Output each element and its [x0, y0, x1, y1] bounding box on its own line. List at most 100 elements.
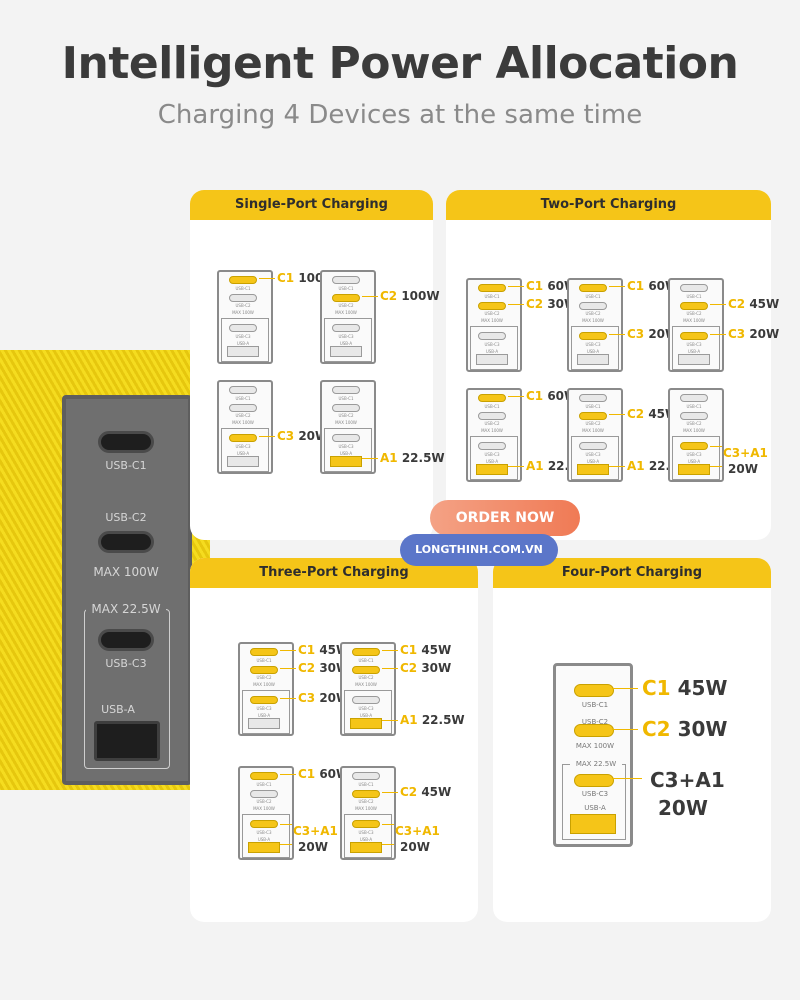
usb-a-label: USB-A	[359, 837, 373, 842]
usb-c3-port-active	[250, 820, 278, 828]
usb-a-label: USB-A	[485, 459, 499, 464]
usb-c2-port	[579, 302, 607, 310]
order-now-button[interactable]: ORDER NOW	[430, 500, 580, 536]
usb-c3-label: USB-C3	[585, 452, 601, 457]
port-name: C3	[728, 327, 746, 341]
usb-c3-a-group-outline	[344, 814, 392, 858]
usb-c2-port-active	[574, 724, 614, 737]
usb-c3-a-group-outline	[324, 428, 372, 472]
connector-line	[710, 304, 726, 305]
usb-c2-label: USB-C2	[338, 303, 354, 308]
port-watt-label: A1 22.5W	[400, 713, 465, 727]
single-port-title: Single-Port Charging	[190, 190, 433, 220]
connector-line	[382, 792, 398, 793]
four-port-diagram: USB-C1 USB-C2 MAX 100W MAX 22.5W USB-C3 …	[553, 663, 633, 847]
port-name: A1	[380, 451, 398, 465]
usb-a-port	[248, 718, 280, 729]
port-watt: 45W	[745, 297, 780, 311]
usb-c3-label: USB-C3	[581, 790, 609, 798]
usb-c1-port-active	[574, 684, 614, 697]
usb-a-port-active	[570, 814, 616, 834]
max-22-5w-label: MAX 22.5W	[86, 602, 166, 616]
max-100w-label: MAX 100W	[232, 420, 254, 425]
usb-c3-a-group-outline	[672, 436, 720, 480]
usb-c3-label: USB-C3	[686, 342, 702, 347]
connector-line	[382, 720, 398, 721]
max-100w-label: MAX 100W	[253, 806, 275, 811]
usb-c1-port-active	[579, 284, 607, 292]
usb-c1-port	[98, 431, 154, 453]
usb-c2-port-active	[332, 294, 360, 302]
port-name: C2	[298, 661, 316, 675]
port-name: C1	[277, 271, 295, 285]
connector-line	[382, 824, 394, 825]
usb-c2-port	[229, 404, 257, 412]
port-name: C2	[627, 407, 645, 421]
max-100w-label: MAX 100W	[582, 428, 604, 433]
usb-c3-label: USB-C3	[358, 706, 374, 711]
usb-a-label: USB-A	[257, 837, 271, 842]
port-name: A1	[400, 713, 418, 727]
usb-c3-label: USB-C3	[484, 342, 500, 347]
connector-line	[362, 458, 378, 459]
usb-a-port	[330, 346, 362, 357]
usb-c1-label: USB-C1	[358, 658, 374, 663]
port-name: A1	[627, 459, 645, 473]
usb-c3-port	[352, 696, 380, 704]
usb-a-label: USB-A	[101, 703, 135, 716]
usb-c3-port-active	[680, 332, 708, 340]
usb-c1-label: USB-C1	[484, 294, 500, 299]
connector-line	[609, 414, 625, 415]
usb-c3-label: USB-C3	[338, 444, 354, 449]
connector-line	[280, 844, 292, 845]
usb-c3-a-group-outline	[242, 690, 290, 734]
connector-line	[710, 446, 722, 447]
usb-c2-label: USB-C2	[256, 675, 272, 680]
usb-c3-a-group-outline	[324, 318, 372, 362]
connector-line	[508, 304, 524, 305]
usb-c3-port	[332, 324, 360, 332]
connector-line	[609, 334, 625, 335]
port-watt-label: A1 22.5W	[380, 451, 445, 465]
usb-c1-label: USB-C1	[256, 658, 272, 663]
connector-line	[382, 844, 394, 845]
connector-line	[508, 396, 524, 397]
usb-c2-port	[229, 294, 257, 302]
max-100w-label: MAX 100W	[575, 742, 615, 750]
usb-a-port-active	[350, 842, 382, 853]
usb-c2-port	[680, 412, 708, 420]
combo-port-watt: 20W	[400, 840, 430, 854]
usb-c1-port	[332, 386, 360, 394]
usb-c2-port	[250, 790, 278, 798]
usb-c3-a-group-outline	[344, 690, 392, 734]
port-watt: 20W	[745, 327, 780, 341]
max-100w-label: MAX 100W	[232, 310, 254, 315]
usb-c1-label: USB-C1	[581, 701, 609, 709]
usb-a-port-active	[476, 464, 508, 475]
usb-c2-port	[478, 412, 506, 420]
website-link[interactable]: LONGTHINH.COM.VN	[400, 534, 558, 566]
usb-c3-label: USB-C3	[358, 830, 374, 835]
usb-a-label: USB-A	[584, 804, 606, 812]
max-100w-label: MAX 100W	[335, 420, 357, 425]
usb-c3-port-active	[352, 820, 380, 828]
usb-a-label: USB-A	[339, 341, 353, 346]
connector-line	[362, 296, 378, 297]
combo-port-name: C3+A1	[293, 824, 338, 838]
port-name: C2	[400, 661, 418, 675]
usb-a-port-active	[678, 464, 710, 475]
usb-c3-a-group-outline	[221, 428, 269, 472]
usb-c1-port	[680, 394, 708, 402]
connector-line	[710, 466, 722, 467]
usb-c2-port	[332, 404, 360, 412]
usb-c2-port-active	[579, 412, 607, 420]
usb-a-port-active	[248, 842, 280, 853]
usb-c2-label: USB-C2	[585, 421, 601, 426]
